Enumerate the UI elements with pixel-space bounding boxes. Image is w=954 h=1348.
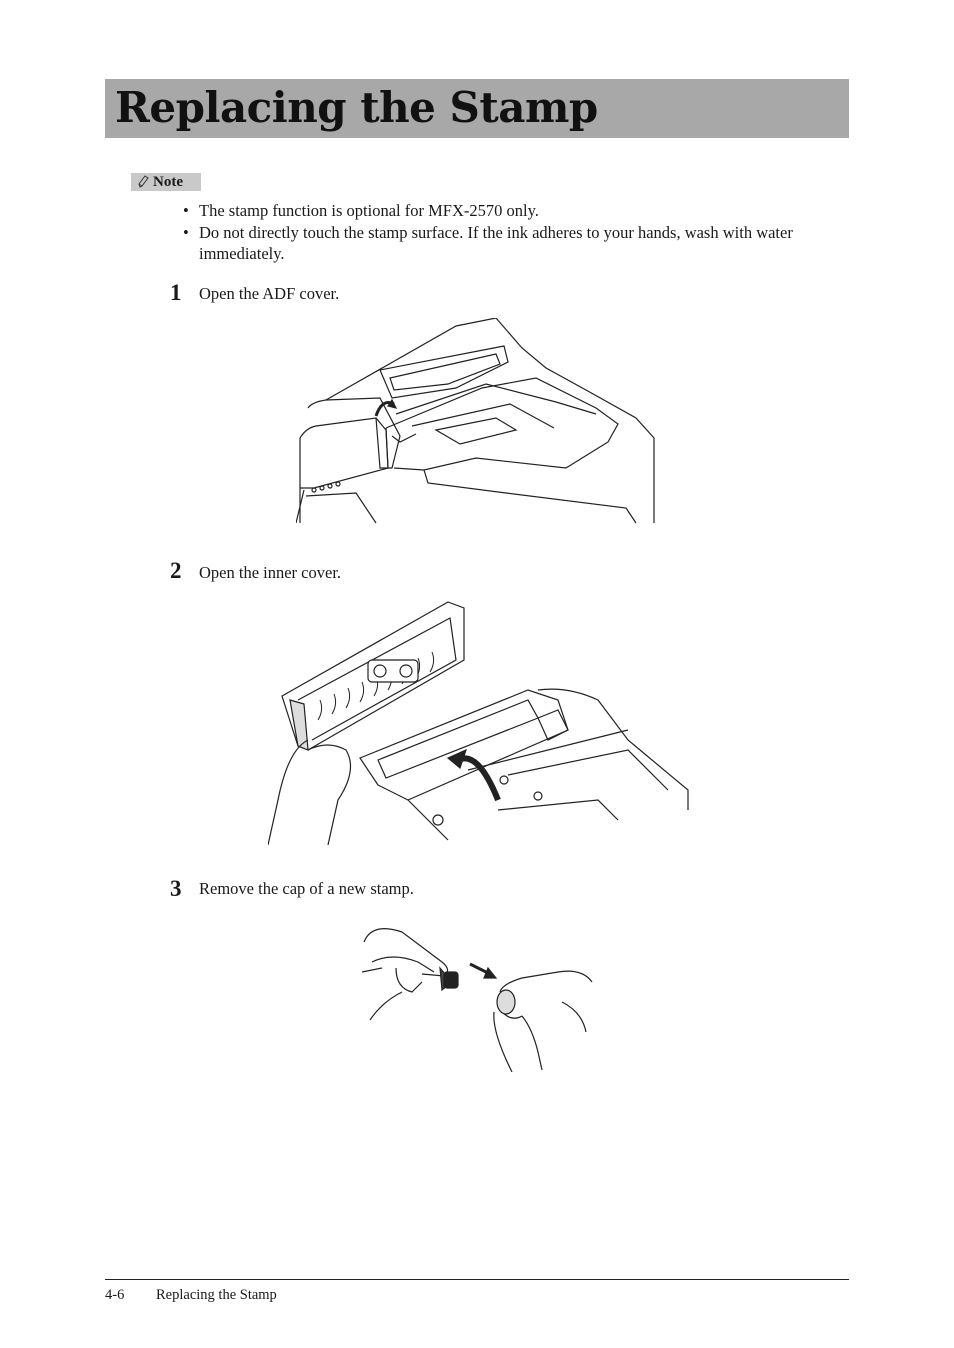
step-number: 1 — [170, 280, 182, 305]
footer-page-number: 4-6 — [105, 1287, 125, 1303]
footer-section-title: Replacing the Stamp — [156, 1287, 277, 1303]
note-item: The stamp function is optional for MFX-2… — [183, 200, 853, 222]
footer-rule — [105, 1279, 849, 1280]
note-item: Do not directly touch the stamp surface.… — [183, 222, 853, 265]
step-text: Open the inner cover. — [199, 563, 342, 582]
step-text: Open the ADF cover. — [199, 284, 340, 303]
inner-cover-illustration — [268, 601, 689, 845]
stamp-cap-illustration — [362, 928, 593, 1072]
step-number: 3 — [170, 876, 182, 901]
pencil-icon — [138, 175, 149, 188]
page-title: Replacing the Stamp — [115, 83, 598, 132]
note-list: The stamp function is optional for MFX-2… — [183, 200, 853, 265]
step-text: Remove the cap of a new stamp. — [199, 879, 414, 898]
note-label-text: Note — [153, 174, 183, 190]
adf-cover-illustration — [296, 318, 655, 524]
step-number: 2 — [170, 558, 182, 583]
note-label: Note — [131, 173, 201, 191]
title-bar: Replacing the Stamp — [105, 79, 849, 138]
